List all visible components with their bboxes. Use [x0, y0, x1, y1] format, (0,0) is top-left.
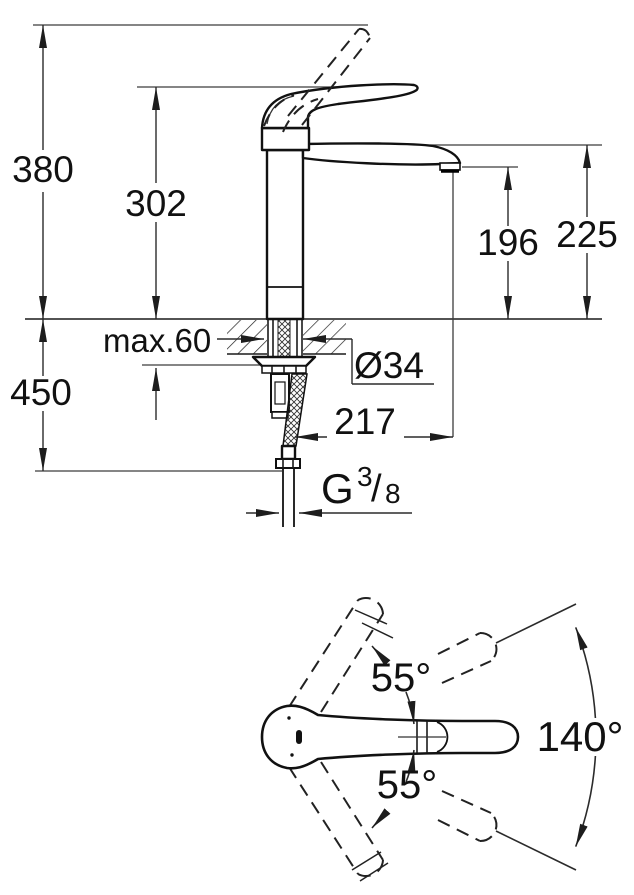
dim-spout-plane-height: 225	[556, 145, 618, 319]
dim-label-225: 225	[556, 214, 618, 255]
dim-overall-height: 380	[12, 25, 74, 319]
dim-spout-outlet-height: 196	[477, 167, 539, 319]
top-view: 140°	[260, 597, 624, 882]
thread-label-numerator: 3	[357, 461, 373, 492]
connection-tube	[282, 468, 295, 527]
angle-label-55-lower: 55°	[377, 763, 438, 807]
dim-hole-diameter: Ø34	[303, 335, 434, 386]
lever-handle	[260, 83, 419, 130]
lever-swing-position-upper	[288, 597, 394, 713]
dim-label-max60: max.60	[103, 322, 211, 359]
spout-swivel-position-lower	[437, 790, 498, 843]
dim-label-380: 380	[12, 149, 74, 190]
dim-max-deck-thickness: max.60	[103, 322, 264, 420]
radial-line-lower	[495, 830, 577, 871]
dim-label-217: 217	[334, 401, 396, 442]
dim-lever-swing-lower: 55°	[371, 749, 438, 829]
mounting-flange	[251, 355, 317, 368]
dim-thread-size: G 3 / 8	[246, 461, 412, 517]
handle-plan-detail	[287, 716, 302, 757]
swivel-arc-upper	[574, 627, 597, 719]
spout	[301, 142, 462, 166]
dim-label-196: 196	[477, 222, 539, 263]
mounting-ring	[261, 365, 307, 374]
cartridge-cap	[260, 126, 311, 152]
hose-connector	[280, 444, 297, 461]
radial-line-upper	[495, 603, 577, 644]
dim-spout-reach: 217	[295, 401, 453, 442]
angle-label-55-upper: 55°	[371, 656, 432, 700]
mounting-stud	[270, 373, 290, 419]
dim-label-450: 450	[10, 372, 72, 413]
thread-label-slash: /	[371, 468, 382, 510]
dim-hose-length: 450	[10, 319, 72, 471]
swivel-range-indicator: 140°	[495, 603, 624, 871]
dim-lever-swing-upper: 55°	[371, 645, 432, 725]
thread-label-denominator: 8	[385, 478, 401, 509]
dim-label-d34: Ø34	[354, 345, 424, 386]
spout-swivel-position-upper	[437, 631, 498, 684]
swivel-arc-lower	[574, 755, 597, 847]
hose-nut	[275, 458, 301, 469]
lever-raised-position	[263, 27, 371, 133]
angle-label-140: 140°	[537, 713, 624, 760]
swivel-joint-marks	[398, 721, 449, 753]
aerator	[439, 162, 461, 173]
thread-label-g: G	[321, 465, 354, 512]
faucet-plan-outline	[260, 704, 520, 770]
faucet-body	[265, 148, 305, 321]
lever-swing-position-lower	[288, 761, 389, 882]
side-view: 380 302 196 225 450 max.60	[10, 24, 618, 527]
dim-height-to-lever-top: 302	[125, 87, 187, 319]
dim-label-302: 302	[125, 183, 187, 224]
